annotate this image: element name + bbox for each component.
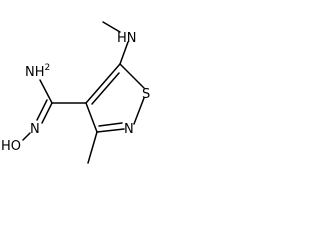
atom-label-n-ring: N <box>124 122 134 137</box>
bond-n-c3-double <box>98 122 123 127</box>
bond-n-c3 <box>96 128 125 133</box>
bond-c5-s <box>119 63 145 89</box>
bond-c4-c5-double <box>91 72 120 105</box>
bond-amidine-nh2 <box>39 79 53 104</box>
bond-c4-c5 <box>85 63 121 104</box>
molecule-svg: HN NH2 S N N HO <box>1 21 150 164</box>
atom-label-ho: HO <box>1 139 21 154</box>
bond-nh-c5 <box>119 41 129 65</box>
bond-amidine-n-double <box>36 99 48 121</box>
bond-amidine-n <box>41 102 53 124</box>
bond-c3-c4 <box>85 102 98 133</box>
atom-label-n-oxime: N <box>30 122 40 137</box>
bonds <box>22 21 145 164</box>
atom-label-hn: HN <box>117 31 137 46</box>
structure-diagram: HN NH2 S N N HO <box>0 0 187 175</box>
bond-c3-methyl <box>87 131 98 164</box>
atom-label-nh2: NH2 <box>25 63 50 80</box>
atom-label-s: S <box>142 87 150 102</box>
bond-s-n <box>133 97 145 125</box>
atom-labels: HN NH2 S N N HO <box>1 31 150 154</box>
bond-methyl-nh <box>102 21 121 33</box>
bond-n-o <box>22 132 31 141</box>
